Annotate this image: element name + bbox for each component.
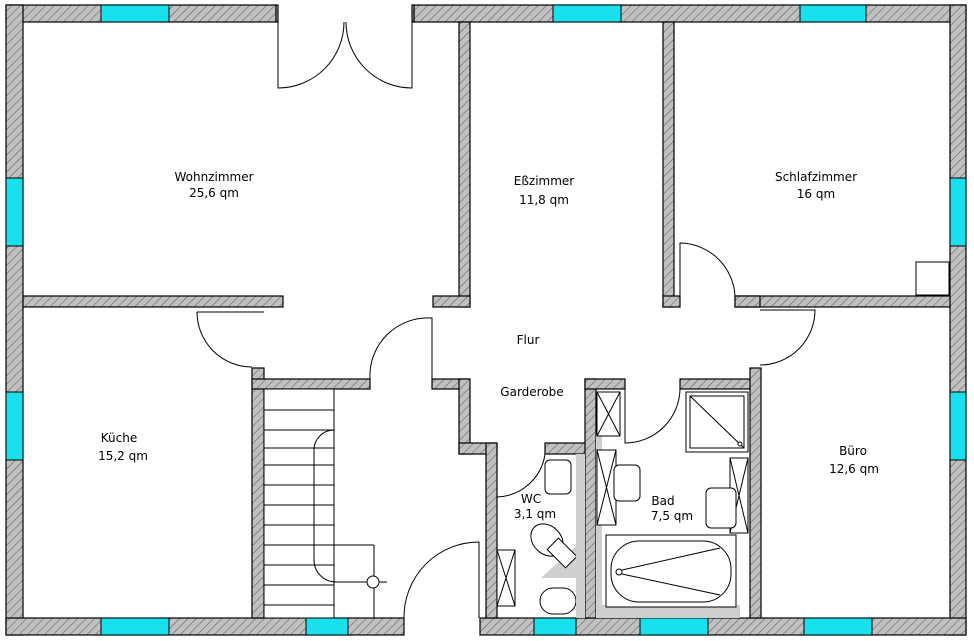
chimney <box>915 261 950 296</box>
wc-toilet-bottom <box>539 587 577 615</box>
wall-dining-bottom-left <box>432 295 471 308</box>
wall-dining-bottom-right <box>662 295 681 308</box>
area-bad: 7,5 qm <box>651 509 693 523</box>
door-kitchen <box>196 311 264 368</box>
wc-sink <box>544 459 572 495</box>
wall-stair-top <box>251 378 371 390</box>
window-living-left <box>5 177 24 247</box>
wc-toilet-tank <box>546 537 578 569</box>
bath-gray-floor <box>596 435 602 618</box>
label-buero: Büro <box>839 444 867 458</box>
window-kitchen-bottom <box>100 617 170 636</box>
door-wc <box>496 453 546 498</box>
label-bad: Bad <box>651 494 674 508</box>
label-kueche: Küche <box>101 431 137 445</box>
area-buero: 12,6 qm <box>829 462 879 476</box>
bath-sink-2 <box>705 487 737 529</box>
label-schlafzimmer: Schlafzimmer <box>775 170 857 184</box>
wall-bath-top-left <box>584 378 626 390</box>
window-bedroom-top <box>799 4 867 23</box>
wall-bath-office <box>749 367 762 619</box>
bath-sink <box>613 464 641 502</box>
door-bedroom <box>679 242 736 297</box>
staircase <box>263 388 387 619</box>
area-kueche: 15,2 qm <box>98 449 148 463</box>
area-esszimmer: 11,8 qm <box>519 193 569 207</box>
bath-gray-bottom <box>596 605 740 618</box>
wall-dining-bedroom <box>662 21 675 308</box>
wall-wc-top <box>544 442 588 455</box>
wall-bath-top-right <box>679 378 761 390</box>
window-bath-bottom <box>639 617 709 636</box>
stair-arrow-dot <box>366 575 380 589</box>
door-entrance-left <box>277 21 345 89</box>
window-stair-bottom <box>305 617 349 636</box>
room-labels: Wohnzimmer 25,6 qm Eßzimmer 11,8 qm Schl… <box>98 170 879 523</box>
jamb-top-left <box>275 4 279 23</box>
stair-frame <box>263 388 335 619</box>
window-dining-top <box>552 4 622 23</box>
area-schlafzimmer: 16 qm <box>797 187 835 201</box>
window-bedroom-right <box>949 177 967 247</box>
wall-bedroom-office-stub <box>734 295 761 308</box>
door-office <box>759 309 816 366</box>
label-flur: Flur <box>517 333 540 347</box>
outer-wall-top-right <box>413 4 967 23</box>
door-bottom <box>403 541 480 635</box>
fixtures <box>496 261 950 618</box>
window-wc-bottom <box>533 617 577 636</box>
wall-wc-bath <box>584 378 597 619</box>
windows <box>5 4 967 636</box>
jamb-top-right <box>411 4 415 23</box>
window-living-top <box>100 4 170 23</box>
wc-gray-strip <box>576 454 585 618</box>
window-kitchen-left <box>5 391 24 461</box>
label-garderobe: Garderobe <box>500 385 563 399</box>
door-entrance-right <box>345 21 413 89</box>
wall-bedroom-office <box>734 295 951 308</box>
outer-wall-left <box>5 4 24 636</box>
window-office-right <box>949 391 967 461</box>
wall-kitchen-right <box>251 367 265 619</box>
wall-living-kitchen <box>22 295 284 308</box>
outer-wall-right <box>949 4 967 636</box>
door-bath <box>624 388 681 444</box>
label-wc: WC <box>521 492 541 506</box>
window-office-bottom <box>803 617 873 636</box>
label-wohnzimmer: Wohnzimmer <box>174 170 253 184</box>
area-wc: 3,1 qm <box>514 507 556 521</box>
wall-dining-left <box>458 21 471 308</box>
label-esszimmer: Eßzimmer <box>514 174 575 188</box>
walls <box>5 4 967 636</box>
bathtub-inner <box>610 540 732 603</box>
area-wohnzimmer: 25,6 qm <box>189 186 239 200</box>
doors <box>196 21 816 635</box>
door-flur <box>369 317 433 380</box>
wall-wc-left <box>485 442 498 619</box>
